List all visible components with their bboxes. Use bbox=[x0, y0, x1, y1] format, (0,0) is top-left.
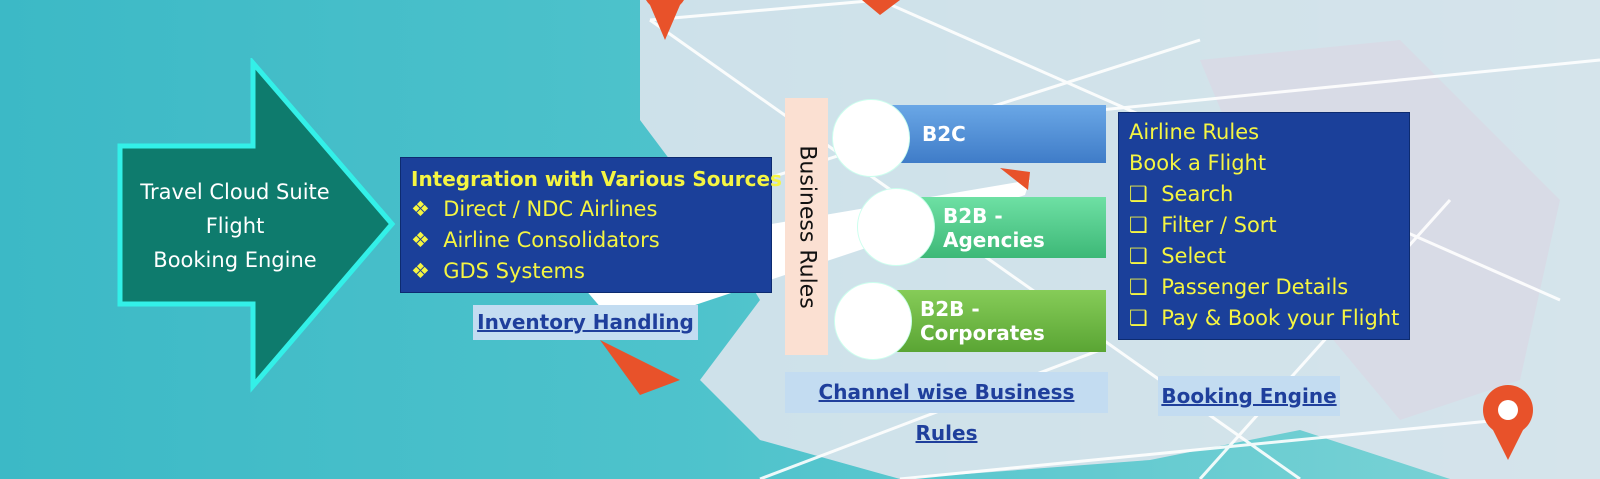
source-item: ❖ Airline Consolidators bbox=[411, 228, 660, 252]
main-arrow bbox=[117, 58, 396, 393]
booking-step: ❑ Search bbox=[1129, 182, 1234, 206]
channel-circle bbox=[857, 188, 935, 266]
bullet-icon: ❖ bbox=[411, 197, 430, 221]
arrow-line: Travel Cloud Suite bbox=[140, 180, 330, 204]
booking-heading: Airline Rules bbox=[1129, 120, 1260, 144]
channel-b2b-corporates: B2B - Corporates bbox=[880, 290, 1106, 352]
booking-step: ❑ Filter / Sort bbox=[1129, 213, 1277, 237]
channel-circle bbox=[834, 282, 912, 360]
inventory-handling-link[interactable]: Inventory Handling bbox=[473, 305, 698, 340]
bullet-icon: ❖ bbox=[411, 259, 430, 283]
arrow-line: Flight bbox=[205, 214, 265, 238]
checkbox-icon: ❑ bbox=[1129, 182, 1148, 206]
channel-business-rules-link[interactable]: Channel wise Business Rules bbox=[785, 372, 1108, 445]
channel-circle bbox=[832, 99, 910, 177]
booking-step: ❑ Pay & Book your Flight bbox=[1129, 306, 1400, 330]
checkbox-icon: ❑ bbox=[1129, 275, 1148, 299]
bullet-icon: ❖ bbox=[411, 228, 430, 252]
booking-box: Airline Rules Book a Flight ❑ Search ❑ F… bbox=[1118, 112, 1410, 340]
booking-engine-link[interactable]: Booking Engine bbox=[1158, 376, 1340, 416]
booking-step: ❑ Passenger Details bbox=[1129, 275, 1349, 299]
source-item: ❖ Direct / NDC Airlines bbox=[411, 197, 658, 221]
business-rules-label: Business Rules bbox=[794, 144, 819, 309]
checkbox-icon: ❑ bbox=[1129, 306, 1148, 330]
booking-step: ❑ Select bbox=[1129, 244, 1226, 268]
arrow-title: Travel Cloud Suite Flight Booking Engine bbox=[120, 175, 350, 277]
channel-b2b-agencies: B2B - Agencies bbox=[905, 197, 1106, 258]
checkbox-icon: ❑ bbox=[1129, 244, 1148, 268]
sources-title: Integration with Various Sources bbox=[411, 167, 782, 191]
checkbox-icon: ❑ bbox=[1129, 213, 1148, 237]
arrow-line: Booking Engine bbox=[153, 248, 317, 272]
sources-box: Integration with Various Sources ❖ Direc… bbox=[400, 157, 782, 293]
business-rules-bar: Business Rules bbox=[785, 98, 828, 355]
booking-heading: Book a Flight bbox=[1129, 151, 1267, 175]
source-item: ❖ GDS Systems bbox=[411, 259, 585, 283]
